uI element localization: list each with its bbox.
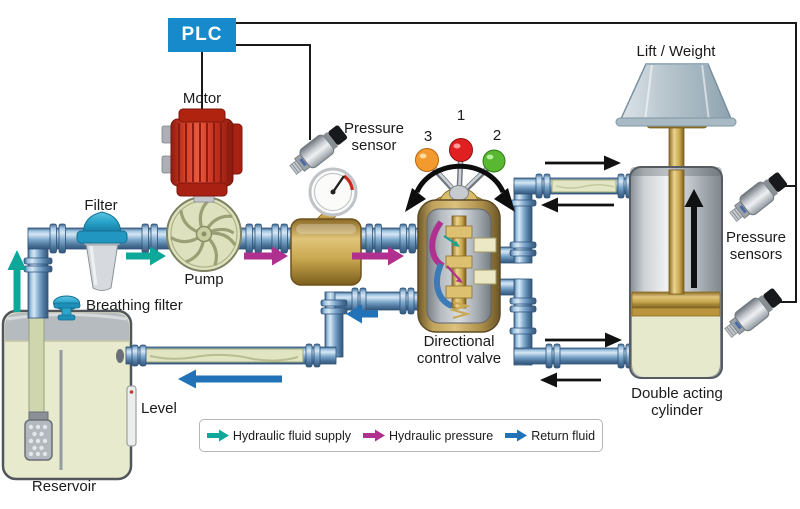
pressure-sensor-label: Pressure sensor bbox=[343, 120, 405, 154]
valve-position-ball-2 bbox=[482, 149, 506, 173]
flow-arrow-top-left bbox=[541, 197, 614, 213]
cylinder-pipe-bottom bbox=[494, 278, 641, 369]
pressure-arrow-2 bbox=[352, 246, 404, 266]
supply-arrow-right bbox=[126, 246, 166, 266]
reservoir-tank bbox=[1, 309, 137, 481]
filter-label: Filter bbox=[84, 197, 118, 214]
pressure-arrow-1 bbox=[244, 246, 288, 266]
return-arrow-valve bbox=[346, 304, 378, 324]
reservoir-label: Reservoir bbox=[31, 478, 97, 495]
cylinder-label: Double acting cylinder bbox=[631, 385, 723, 419]
breathing-filter-label: Breathing filter bbox=[86, 297, 183, 314]
directional-valve-label: Directional control valve bbox=[416, 333, 502, 367]
motor-icon bbox=[161, 108, 243, 203]
legend-label-return: Return fluid bbox=[531, 428, 596, 443]
legend-item-supply: Hydraulic fluid supply bbox=[206, 428, 351, 443]
legend-label-supply: Hydraulic fluid supply bbox=[232, 428, 351, 443]
valve-position-1-label: 1 bbox=[456, 107, 466, 124]
supply-arrow-icon bbox=[206, 429, 229, 442]
pressure-sensor-icon bbox=[724, 288, 783, 338]
level-gauge bbox=[126, 385, 137, 447]
return-pipe bbox=[125, 287, 421, 368]
lift-weight-label: Lift / Weight bbox=[636, 43, 716, 60]
pump-icon bbox=[166, 196, 242, 272]
plc-box: PLC bbox=[168, 18, 236, 52]
supply-arrow-up bbox=[7, 250, 27, 312]
cylinder-icon bbox=[629, 166, 723, 379]
valve-position-ball-1 bbox=[449, 138, 473, 162]
plc-label: PLC bbox=[181, 24, 223, 45]
lever-arc-arrow bbox=[405, 163, 515, 212]
pressure-sensor-icon bbox=[729, 172, 788, 222]
valve-position-ball-3 bbox=[415, 148, 439, 172]
pressure-gauge-icon bbox=[308, 167, 358, 217]
pressure-arrow-icon bbox=[362, 429, 385, 442]
breathing-filter-icon bbox=[53, 295, 81, 321]
level-label: Level bbox=[141, 400, 177, 417]
flow-arrow-bottom-right bbox=[545, 332, 622, 348]
filter-icon bbox=[76, 211, 128, 291]
dipstick bbox=[59, 350, 63, 470]
pump-label: Pump bbox=[184, 271, 224, 288]
flow-arrow-top-right bbox=[545, 155, 621, 171]
legend-item-return: Return fluid bbox=[505, 429, 595, 443]
directional-valve-icon bbox=[405, 138, 515, 333]
legend: Hydraulic fluid supply Hydraulic pressur… bbox=[199, 419, 603, 452]
valve-position-2-label: 2 bbox=[492, 127, 502, 144]
cylinder-up-arrow bbox=[684, 189, 704, 288]
plc-control-wires bbox=[201, 22, 797, 303]
return-arrow-tank bbox=[178, 369, 282, 389]
pressure-sensors-label: Pressure sensors bbox=[725, 229, 787, 263]
cylinder-pipe-top bbox=[494, 173, 641, 264]
flow-arrow-bottom-left bbox=[540, 372, 601, 388]
suction-strainer bbox=[24, 411, 53, 461]
legend-item-pressure: Hydraulic pressure bbox=[362, 428, 494, 443]
valve-position-3-label: 3 bbox=[423, 128, 433, 145]
motor-label: Motor bbox=[182, 90, 222, 107]
return-arrow-icon bbox=[505, 429, 528, 442]
legend-label-pressure: Hydraulic pressure bbox=[388, 428, 494, 443]
pressure-sensor-icon bbox=[289, 125, 348, 175]
